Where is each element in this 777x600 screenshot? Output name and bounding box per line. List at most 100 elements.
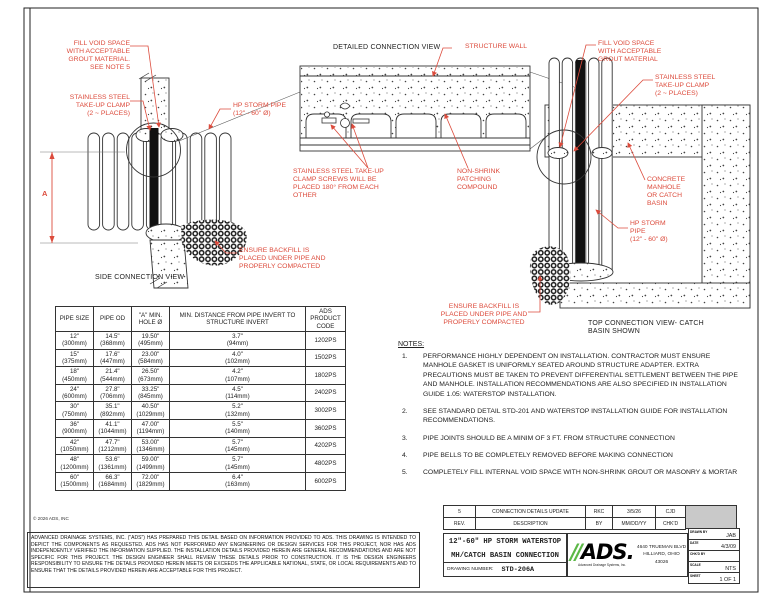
pipe-table-cell: 6002PS <box>305 471 346 491</box>
note-item: 4.PIPE BELLS TO BE COMPLETELY REMOVED BE… <box>402 452 673 459</box>
meta-row: CHK'D BY <box>689 551 739 562</box>
note-item: 3.PIPE JOINTS SHOULD BE A MINIM OF 3 FT.… <box>402 434 675 442</box>
pipe-table-cell: 21.4"(544mm) <box>93 366 132 385</box>
pipe-table-row: 18"(450mm)21.4"(544mm)26.50"(673mm)4.2"(… <box>55 366 346 385</box>
rev-header-rev: REV. <box>443 517 476 530</box>
pipe-table-cell: 4.5"(114mm) <box>169 383 306 403</box>
notes-title: NOTES: <box>398 341 425 348</box>
pipe-table-cell: 35.1"(892mm) <box>93 401 132 421</box>
revision-table: 5 CONNECTION DETAILS UPDATE RKC 3/5/26 C… <box>443 505 686 530</box>
col-header-min-dist: MIN. DISTANCE FROM PIPE INVERT TO STRUCT… <box>169 306 306 332</box>
label-fill-void-right: FILL VOID SPACE WITH ACCEPTABLE GROUT MA… <box>598 40 662 64</box>
pipe-table-cell: 72.00"(1829mm) <box>131 471 170 491</box>
pipe-table-cell: 27.8"(706mm) <box>93 383 132 403</box>
rev-header-chkd: CHK'D <box>655 517 686 530</box>
label-fill-void-left: FILL VOID SPACE WITH ACCEPTABLE GROUT MA… <box>66 40 130 72</box>
pipe-table-cell: 40.50"(1029mm) <box>131 401 170 421</box>
pipe-table-row: 15"(375mm)17.6"(447mm)23.00"(584mm)4.0"(… <box>55 348 346 368</box>
col-header-min-hole: "A" MIN. HOLE Ø <box>131 306 170 332</box>
pipe-table-cell: 66.3"(1684mm) <box>93 471 132 491</box>
pipe-table-cell: 3002PS <box>305 401 346 421</box>
note-item: 2.SEE STANDARD DETAIL STD-201 AND WATERS… <box>402 407 728 425</box>
pipe-table-cell: 4.0"(102mm) <box>169 348 306 368</box>
pipe-table-cell: 5.5"(140mm) <box>169 419 306 438</box>
label-hp-pipe-left: HP STORM PIPE (12" - 60" Ø) <box>233 102 287 118</box>
pipe-table-cell: 12"(300mm) <box>55 330 94 350</box>
label-hp-pipe-right: HP STORM PIPE (12" - 60" Ø) <box>630 220 668 244</box>
label-structure-wall: STRUCTURE WALL <box>465 43 528 50</box>
pipe-table-cell: 48"(1200mm) <box>55 454 94 473</box>
copyright-text: © 2026 ADS, INC <box>33 516 69 521</box>
company-address: 4640 TRUEMAN BLVD HILLIARD, OHIO 43026 <box>636 545 687 565</box>
rev-by: RKC <box>585 505 613 518</box>
pipe-table-cell: 15"(375mm) <box>55 348 94 368</box>
logo-block: //ADS. Advanced Drainage Systems, Inc. 4… <box>567 533 688 577</box>
pipe-table-cell: 3602PS <box>305 419 346 438</box>
pipe-table-row: 36"(900mm)41.1"(1044mm)47.00"(1194mm)5.5… <box>55 419 346 438</box>
logo-slashes-icon: // <box>570 540 582 565</box>
pipe-table-cell: 4802PS <box>305 454 346 473</box>
dimension-a-label: A <box>42 189 48 198</box>
label-clamp-screws: STAINLESS STEEL TAKE-UP CLAMP SCREWS WIL… <box>293 168 384 200</box>
pipe-table-cell: 18"(450mm) <box>55 366 94 385</box>
title-block: 12"-60" HP STORM WATERSTOP MH/CATCH BASI… <box>443 533 567 577</box>
drawing-title-line1: 12"-60" HP STORM WATERSTOP <box>448 538 562 546</box>
pipe-table-cell: 26.50"(673mm) <box>131 366 170 385</box>
pipe-table-cell: 4.2"(107mm) <box>169 366 306 385</box>
pipe-table-cell: 36"(900mm) <box>55 419 94 438</box>
pipe-table-row: 48"(1200mm)53.6"(1361mm)59.00"(1499mm)5.… <box>55 454 346 473</box>
col-header-pipe-size: PIPE SIZE <box>55 306 94 332</box>
label-backfill-right: ENSURE BACKFILL IS PLACED UNDER PIPE AND… <box>440 303 528 327</box>
label-clamp-right: STAINLESS STEEL TAKE-UP CLAMP (2 ~ PLACE… <box>655 74 716 98</box>
pipe-table-cell: 53.00"(1346mm) <box>131 436 170 456</box>
pipe-table-row: 30"(750mm)35.1"(892mm)40.50"(1029mm)5.2"… <box>55 401 346 421</box>
pipe-table-cell: 41.1"(1044mm) <box>93 419 132 438</box>
pipe-table-cell: 6.4"(163mm) <box>169 471 306 491</box>
rev-header-by: BY <box>585 517 613 530</box>
logo-subtitle: Advanced Drainage Systems, Inc. <box>577 563 626 568</box>
pipe-table-cell: 1502PS <box>305 348 346 368</box>
revision-header-row: REV. DESCRIPTION BY MM/DD/YY CHK'D <box>443 517 686 530</box>
pipe-table-cell: 19.50"(495mm) <box>131 330 170 350</box>
rev-description: CONNECTION DETAILS UPDATE <box>475 505 586 518</box>
col-header-ads-code: ADS PRODUCT CODE <box>305 306 346 332</box>
rev-number: 5 <box>443 505 476 518</box>
pipe-table-cell: 1802PS <box>305 366 346 385</box>
pipe-table-cell: 30"(750mm) <box>55 401 94 421</box>
disclaimer-text: ADVANCED DRAINAGE SYSTEMS, INC. ("ADS") … <box>27 532 420 588</box>
pipe-table-cell: 2402PS <box>305 383 346 403</box>
pipe-table-row: 60"(1500mm)66.3"(1684mm)72.00"(1829mm)6.… <box>55 471 346 491</box>
pipe-table-cell: 17.6"(447mm) <box>93 348 132 368</box>
pipe-table-cell: 4202PS <box>305 436 346 456</box>
notes-section: NOTES: 1.PERFORMANCE HIGHLY DEPENDENT ON… <box>398 341 738 486</box>
pipe-table-cell: 24"(600mm) <box>55 383 94 403</box>
note-item: 5.COMPLETELY FILL INTERNAL VOID SPACE WI… <box>402 469 738 477</box>
pipe-table-cell: 1202PS <box>305 330 346 350</box>
pipe-table-row: 12"(300mm)14.5"(368mm)19.50"(495mm)3.7"(… <box>55 330 346 350</box>
pipe-table-row: 24"(600mm)27.8"(706mm)33.25"(845mm)4.5"(… <box>55 383 346 403</box>
pipe-table-cell: 59.00"(1499mm) <box>131 454 170 473</box>
note-item: 1.PERFORMANCE HIGHLY DEPENDENT ON INSTAL… <box>402 353 738 398</box>
top-view-title: TOP CONNECTION VIEW- CATCH BASIN SHOWN <box>588 320 704 336</box>
pipe-table-cell: 3.7"(94mm) <box>169 330 306 350</box>
notes-list: 1.PERFORMANCE HIGHLY DEPENDENT ON INSTAL… <box>398 352 738 478</box>
detailed-view-title: DETAILED CONNECTION VIEW <box>333 44 441 51</box>
revision-entry-row: 5 CONNECTION DETAILS UPDATE RKC 3/5/26 C… <box>443 505 686 518</box>
pipe-table-cell: 60"(1500mm) <box>55 471 94 491</box>
pipe-table-cell: 33.25"(845mm) <box>131 383 170 403</box>
pipe-table-cell: 42"(1050mm) <box>55 436 94 456</box>
revision-shaded-block <box>685 505 737 529</box>
pipe-table-cell: 5.7"(145mm) <box>169 436 306 456</box>
pipe-table-header-row: PIPE SIZE PIPE OD "A" MIN. HOLE Ø MIN. D… <box>55 306 346 332</box>
rev-header-date: MM/DD/YY <box>612 517 656 530</box>
pipe-table-cell: 14.5"(368mm) <box>93 330 132 350</box>
pipe-table-cell: 5.2"(132mm) <box>169 401 306 421</box>
label-non-shrink: NON-SHRINK PATCHING COMPOUND <box>457 168 501 192</box>
ads-logo: //ADS. Advanced Drainage Systems, Inc. <box>568 542 636 567</box>
